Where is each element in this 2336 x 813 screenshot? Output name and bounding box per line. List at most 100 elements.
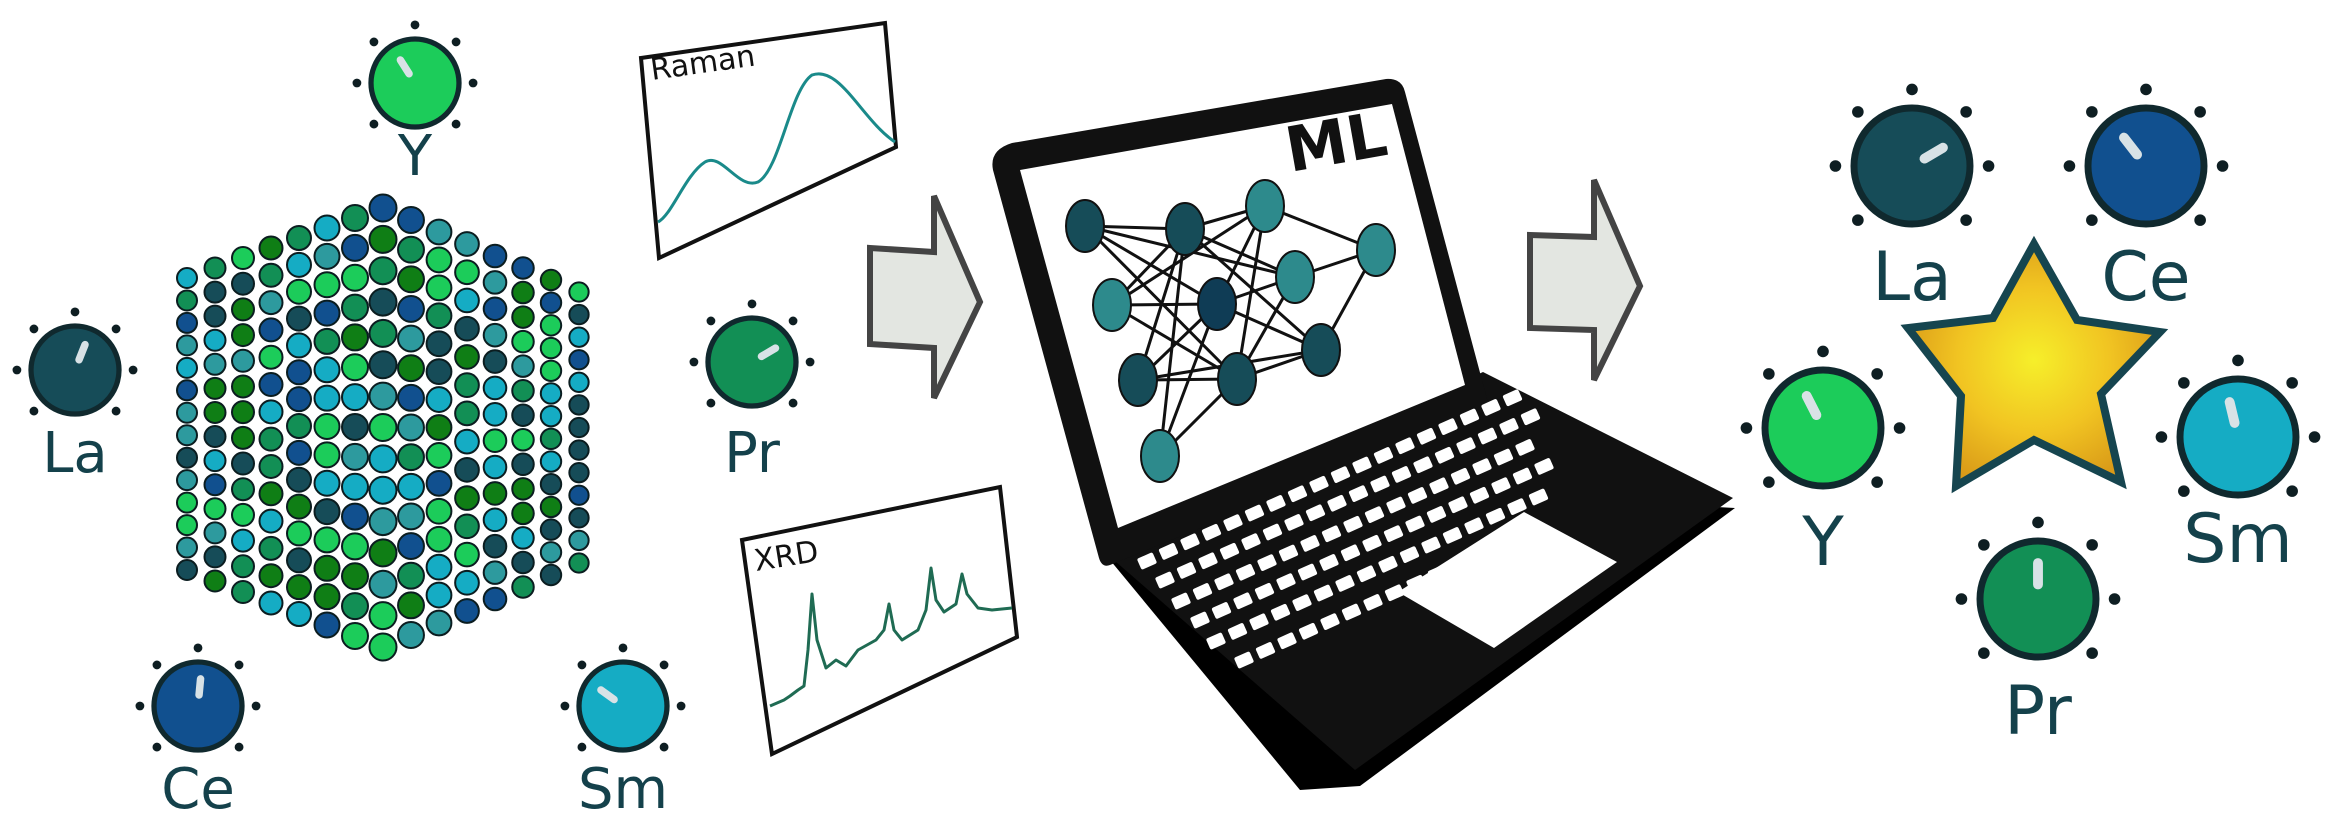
knob-tick-dot bbox=[1852, 106, 1864, 118]
lattice-dot bbox=[568, 349, 590, 371]
knob-tick-dot bbox=[451, 37, 461, 47]
keyboard-key bbox=[1391, 466, 1412, 483]
keyboard-key bbox=[1192, 583, 1213, 600]
knob-La[interactable]: La bbox=[12, 307, 138, 486]
lattice-dot bbox=[341, 233, 369, 262]
keyboard-key bbox=[1330, 466, 1351, 483]
knob-tick-dot bbox=[1763, 476, 1775, 488]
keyboard-key bbox=[1219, 542, 1240, 560]
knob-tick-dot bbox=[1871, 368, 1883, 380]
lattice-dot bbox=[176, 401, 198, 424]
knob-tick-dot bbox=[1960, 106, 1972, 118]
keyboard-key bbox=[1370, 475, 1390, 493]
knob-tick-dot bbox=[1829, 160, 1842, 172]
knob-tick-dot bbox=[2140, 83, 2152, 96]
lattice-dot bbox=[286, 359, 312, 386]
lattice-dot bbox=[511, 575, 535, 599]
knob-label-Y: Y bbox=[397, 124, 433, 189]
lattice-dot bbox=[397, 591, 425, 620]
knob-indicator bbox=[195, 675, 205, 699]
keyboard-key bbox=[1335, 575, 1355, 592]
lattice-dot bbox=[482, 560, 508, 585]
knob-tick-dot bbox=[135, 701, 145, 711]
lattice-dot bbox=[258, 290, 284, 316]
knob-Pr[interactable]: Pr bbox=[689, 299, 815, 486]
output-knob-Pr[interactable]: Pr bbox=[1955, 516, 2121, 751]
lattice-dot bbox=[258, 235, 284, 261]
lattice-dot bbox=[341, 293, 369, 322]
lattice-dot bbox=[482, 243, 508, 269]
lattice-dot bbox=[313, 242, 341, 270]
lattice-dot bbox=[397, 472, 425, 501]
knob-Sm[interactable]: Sm bbox=[560, 643, 686, 813]
knob-tick-dot bbox=[2086, 106, 2098, 118]
lattice-dot bbox=[203, 521, 227, 545]
lattice-dot bbox=[425, 497, 453, 525]
knob-tick-dot bbox=[2216, 160, 2229, 172]
lattice-dot bbox=[313, 271, 341, 299]
keyboard-key bbox=[1227, 623, 1248, 640]
lattice-dot bbox=[539, 268, 563, 292]
knob-tick-dot bbox=[1817, 345, 1829, 358]
lattice-dot bbox=[539, 450, 563, 473]
knob-tick-dot bbox=[577, 660, 587, 670]
lattice-dot bbox=[482, 586, 508, 612]
lattice-dot bbox=[313, 327, 341, 355]
keyboard-key bbox=[1214, 573, 1234, 591]
lattice-dot bbox=[425, 414, 453, 441]
knob-Ce[interactable]: Ce bbox=[135, 643, 261, 813]
lattice-dot bbox=[568, 529, 590, 552]
lattice-dot bbox=[258, 453, 284, 479]
output-knob-Y[interactable]: Y bbox=[1740, 345, 1906, 582]
knob-label-Ce: Ce bbox=[161, 757, 235, 813]
keyboard-key bbox=[1305, 504, 1326, 522]
network-edge bbox=[1235, 205, 1267, 380]
lattice-dot bbox=[231, 297, 255, 322]
knob-Y[interactable]: Y bbox=[352, 20, 478, 189]
lattice-dot bbox=[454, 598, 480, 624]
knob-indicator bbox=[597, 686, 618, 704]
lattice-dot bbox=[568, 326, 590, 348]
lattice-dot bbox=[454, 287, 480, 314]
output-knob-Sm[interactable]: Sm bbox=[2155, 354, 2321, 579]
lattice-dot bbox=[539, 291, 563, 314]
lattice-dot bbox=[482, 454, 508, 480]
keyboard-key bbox=[1244, 504, 1265, 522]
lattice-dot bbox=[313, 611, 341, 639]
knob-tick-dot bbox=[1906, 83, 1918, 96]
keyboard-key bbox=[1469, 486, 1490, 504]
lattice-dot bbox=[286, 413, 312, 439]
lattice-dot bbox=[231, 451, 255, 476]
lattice-dot bbox=[286, 520, 312, 547]
keyboard-key bbox=[1206, 632, 1226, 650]
keyboard-key bbox=[1241, 533, 1261, 550]
keyboard-key bbox=[1438, 418, 1458, 435]
keyboard-key bbox=[1348, 485, 1369, 502]
lattice-dot bbox=[286, 332, 312, 359]
lattice-dot bbox=[203, 328, 227, 352]
lattice-dot bbox=[286, 466, 312, 493]
lattice-dot bbox=[313, 413, 341, 440]
lattice-dot bbox=[313, 583, 341, 611]
lattice-dot bbox=[482, 428, 508, 453]
lattice-dot bbox=[397, 235, 425, 264]
keyboard-key bbox=[1211, 602, 1232, 619]
knob-tick-dot bbox=[1852, 214, 1864, 226]
output-knob-La[interactable]: La bbox=[1829, 83, 1995, 317]
lattice-dot bbox=[258, 262, 284, 288]
lattice-dot bbox=[425, 469, 453, 497]
keyboard-key bbox=[1190, 611, 1210, 629]
keyboard-key bbox=[1399, 546, 1420, 563]
lattice-dot bbox=[425, 442, 453, 469]
keyboard-key bbox=[1235, 563, 1256, 581]
lattice-dot bbox=[539, 427, 563, 451]
lattice-dot bbox=[203, 304, 227, 328]
output-knob-Ce[interactable]: Ce bbox=[2063, 83, 2229, 317]
knob-tick-dot bbox=[2108, 593, 2121, 605]
keyboard-key bbox=[1405, 515, 1425, 533]
knob-tick-dot bbox=[659, 742, 669, 752]
knob-tick-dot bbox=[29, 406, 39, 416]
knob-tick-dot bbox=[468, 78, 478, 88]
network-node bbox=[1275, 250, 1315, 304]
knob-tick-dot bbox=[2178, 485, 2190, 497]
